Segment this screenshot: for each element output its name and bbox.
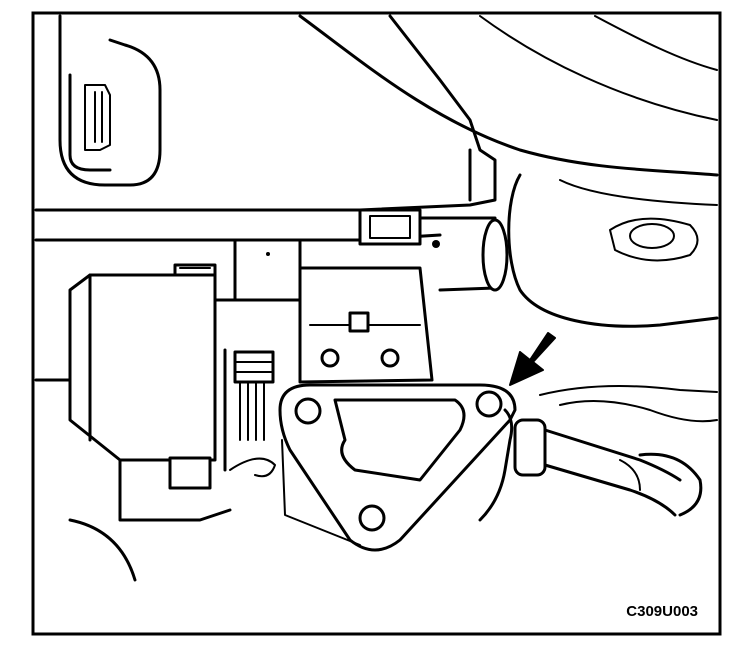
arrow-indicator-icon [509, 332, 556, 386]
fuse-box [68, 263, 237, 472]
upper-bracket [233, 208, 509, 302]
connector-pins [229, 350, 276, 478]
lower-left-frame [34, 378, 232, 582]
support-bracket [298, 266, 434, 384]
upper-left-knob [58, 14, 162, 187]
mounting-plate [278, 383, 517, 552]
cable-assembly [478, 385, 718, 522]
steering-column-housing [507, 173, 719, 328]
figure-code: C309U003 [626, 603, 698, 620]
